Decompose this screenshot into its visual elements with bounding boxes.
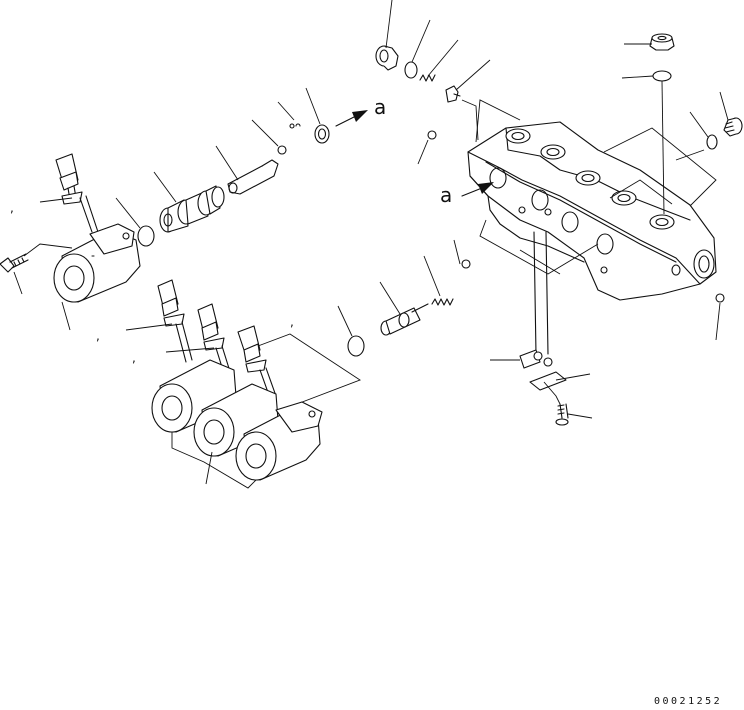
assembly-plane-lines	[475, 99, 717, 275]
o-ring-top	[652, 70, 672, 82]
solenoid-left	[53, 223, 141, 303]
plug-side	[723, 117, 743, 137]
svg-text:,: ,	[290, 315, 294, 329]
spool-lower	[380, 303, 429, 336]
ring-washer	[314, 124, 330, 144]
valve-body	[467, 121, 717, 301]
spring-small	[419, 74, 436, 82]
svg-text:,: ,	[132, 351, 136, 365]
reference-label-a-lower: a	[440, 183, 452, 207]
o-ring-lower	[347, 335, 365, 357]
solenoid-lower-3	[235, 401, 323, 481]
sensor-lower-2	[197, 303, 233, 381]
orifice-dot-2	[461, 259, 471, 269]
spring-lower	[431, 298, 454, 306]
o-ring-side	[706, 134, 718, 150]
o-ring-left	[137, 225, 155, 247]
plug-top	[649, 33, 675, 51]
drawing-code: 00021252	[654, 696, 722, 707]
svg-text:,: ,	[96, 329, 100, 343]
orifice-dot-3	[715, 293, 725, 303]
spool-rod-upper	[227, 159, 279, 195]
sensor-upper-left	[55, 153, 99, 233]
clamp-plate	[529, 357, 567, 391]
plug-top-left	[375, 45, 399, 71]
pipe-bracket	[519, 231, 549, 369]
small-ring	[277, 145, 287, 155]
reference-label-a-upper: a	[374, 95, 386, 119]
sensor-lower-3	[237, 325, 277, 399]
svg-text:,: ,	[10, 201, 14, 215]
o-ring-upper	[404, 61, 418, 79]
orifice-dot-1	[427, 130, 437, 140]
small-ring-pair	[289, 123, 301, 129]
seat-pin	[445, 85, 461, 103]
bolt-lower	[555, 403, 569, 426]
spool-main	[159, 185, 225, 233]
sensor-lower-1	[157, 279, 193, 363]
bolt-left	[0, 253, 29, 273]
